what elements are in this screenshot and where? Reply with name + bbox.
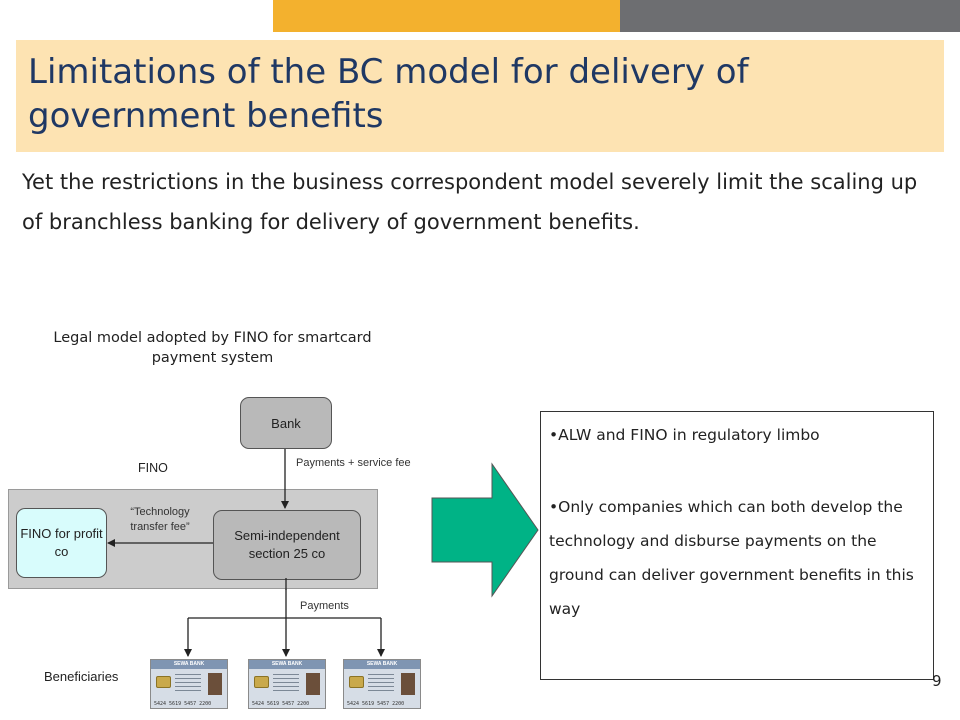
bank-node: Bank: [240, 397, 332, 449]
fino-for-profit-node: FINO for profit co: [16, 508, 107, 578]
info-bullet-2: •Only companies which can both develop t…: [549, 498, 914, 618]
beneficiaries-label: Beneficiaries: [44, 669, 119, 684]
bank-flow-label: Payments + service fee: [296, 457, 411, 469]
tech-transfer-fee-label: “Technology transfer fee”: [130, 506, 190, 533]
photo-icon: [306, 673, 320, 695]
slide-title: Limitations of the BC model for delivery…: [28, 52, 749, 136]
photo-icon: [208, 673, 222, 695]
card-band: [151, 660, 227, 669]
card-bank-name: SEWA BANK: [173, 661, 205, 667]
right-arrow-icon: [431, 462, 539, 598]
page-number: 9: [932, 672, 942, 690]
info-box: [540, 411, 934, 680]
semi-independent-node: Semi-independent section 25 co: [213, 510, 361, 580]
photo-icon: [401, 673, 415, 695]
smartcard-1: SEWA BANK 5424 5619 5457 2200: [150, 659, 228, 709]
payments-label: Payments: [300, 600, 349, 612]
card-number: 5424 5619 5457 2200: [347, 701, 405, 707]
chip-icon: [254, 676, 269, 688]
title-band: [16, 40, 944, 152]
card-band: [344, 660, 420, 669]
card-text-lines: [175, 674, 201, 694]
card-text-lines: [368, 674, 394, 694]
card-bank-name: SEWA BANK: [366, 661, 398, 667]
info-bullet-1: •ALW and FINO in regulatory limbo: [549, 426, 820, 444]
top-accent-bar-orange: [273, 0, 620, 32]
intro-text: Yet the restrictions in the business cor…: [22, 170, 918, 234]
card-text-lines: [273, 674, 299, 694]
chip-icon: [349, 676, 364, 688]
fino-region-label: FINO: [138, 461, 168, 475]
smartcard-3: SEWA BANK 5424 5619 5457 2200: [343, 659, 421, 709]
chip-icon: [156, 676, 171, 688]
top-accent-bar-gray: [620, 0, 960, 32]
card-number: 5424 5619 5457 2200: [252, 701, 310, 707]
card-number: 5424 5619 5457 2200: [154, 701, 212, 707]
diagram-caption: Legal model adopted by FINO for smartcar…: [53, 330, 372, 366]
card-bank-name: SEWA BANK: [271, 661, 303, 667]
smartcard-2: SEWA BANK 5424 5619 5457 2200: [248, 659, 326, 709]
card-band: [249, 660, 325, 669]
